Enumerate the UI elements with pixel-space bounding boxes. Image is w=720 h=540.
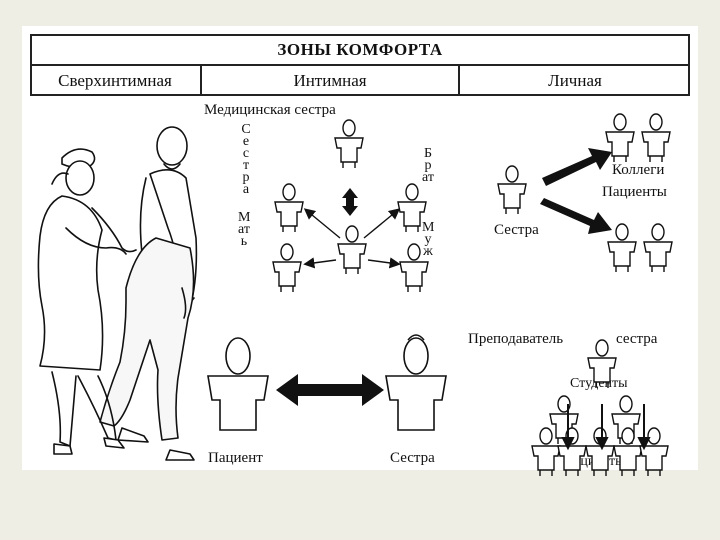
brother-figure xyxy=(397,183,427,233)
table-divider xyxy=(30,64,690,66)
teacher-students-diagram xyxy=(531,339,669,477)
patient-figure xyxy=(643,223,673,273)
patient-nurse-diagram xyxy=(207,334,447,431)
medical-nurse-label: Медицинская сестра xyxy=(204,102,336,118)
nurse-figure xyxy=(334,119,364,169)
personal-nurse-label: Сестра xyxy=(494,222,539,238)
personal-nurse-figure xyxy=(497,165,527,215)
column-divider xyxy=(458,64,460,96)
bottom-nurse-label: Сестра xyxy=(390,450,435,466)
teacher-label: Преподаватель xyxy=(468,331,564,347)
arrow-to-patients xyxy=(540,198,612,234)
arrow-to-colleagues xyxy=(542,148,612,186)
teacher-figure xyxy=(587,339,617,389)
column-divider xyxy=(200,64,202,96)
zone-personal: Личная xyxy=(548,71,602,90)
patient-figure xyxy=(607,223,637,273)
table-title: ЗОНЫ КОМФОРТА xyxy=(277,40,443,59)
slide: ЗОНЫ КОМФОРТА Сверхинтимная Интимная Лич… xyxy=(22,26,698,477)
center-figure xyxy=(337,225,367,275)
brother-label: Брат xyxy=(422,146,434,185)
husband-figure xyxy=(399,243,429,293)
students-label: Студенты xyxy=(570,376,628,391)
sister-label: Сестра xyxy=(241,122,251,197)
zone-intimate: Интимная xyxy=(293,71,367,90)
colleagues-label: Коллеги xyxy=(612,162,665,178)
husband-label: Муж xyxy=(422,220,435,259)
colleague-figure xyxy=(641,113,671,163)
mother-label: Мать xyxy=(238,210,251,249)
double-arrow xyxy=(276,374,384,406)
colleague-figure xyxy=(605,113,635,163)
nurse-helping-patient-illustration xyxy=(37,126,198,461)
patient-label: Пациент xyxy=(208,450,263,466)
personal-patients-label: Пациенты xyxy=(602,184,667,200)
zone-superintimate: Сверхинтимная xyxy=(58,71,172,90)
patient-figure xyxy=(585,427,615,477)
intimate-zone-diagram xyxy=(272,119,429,293)
personal-zone-diagram xyxy=(497,113,673,273)
mother-figure xyxy=(272,243,302,293)
sister-figure xyxy=(274,183,304,233)
teacher-suffix-label: сестра xyxy=(616,331,658,347)
